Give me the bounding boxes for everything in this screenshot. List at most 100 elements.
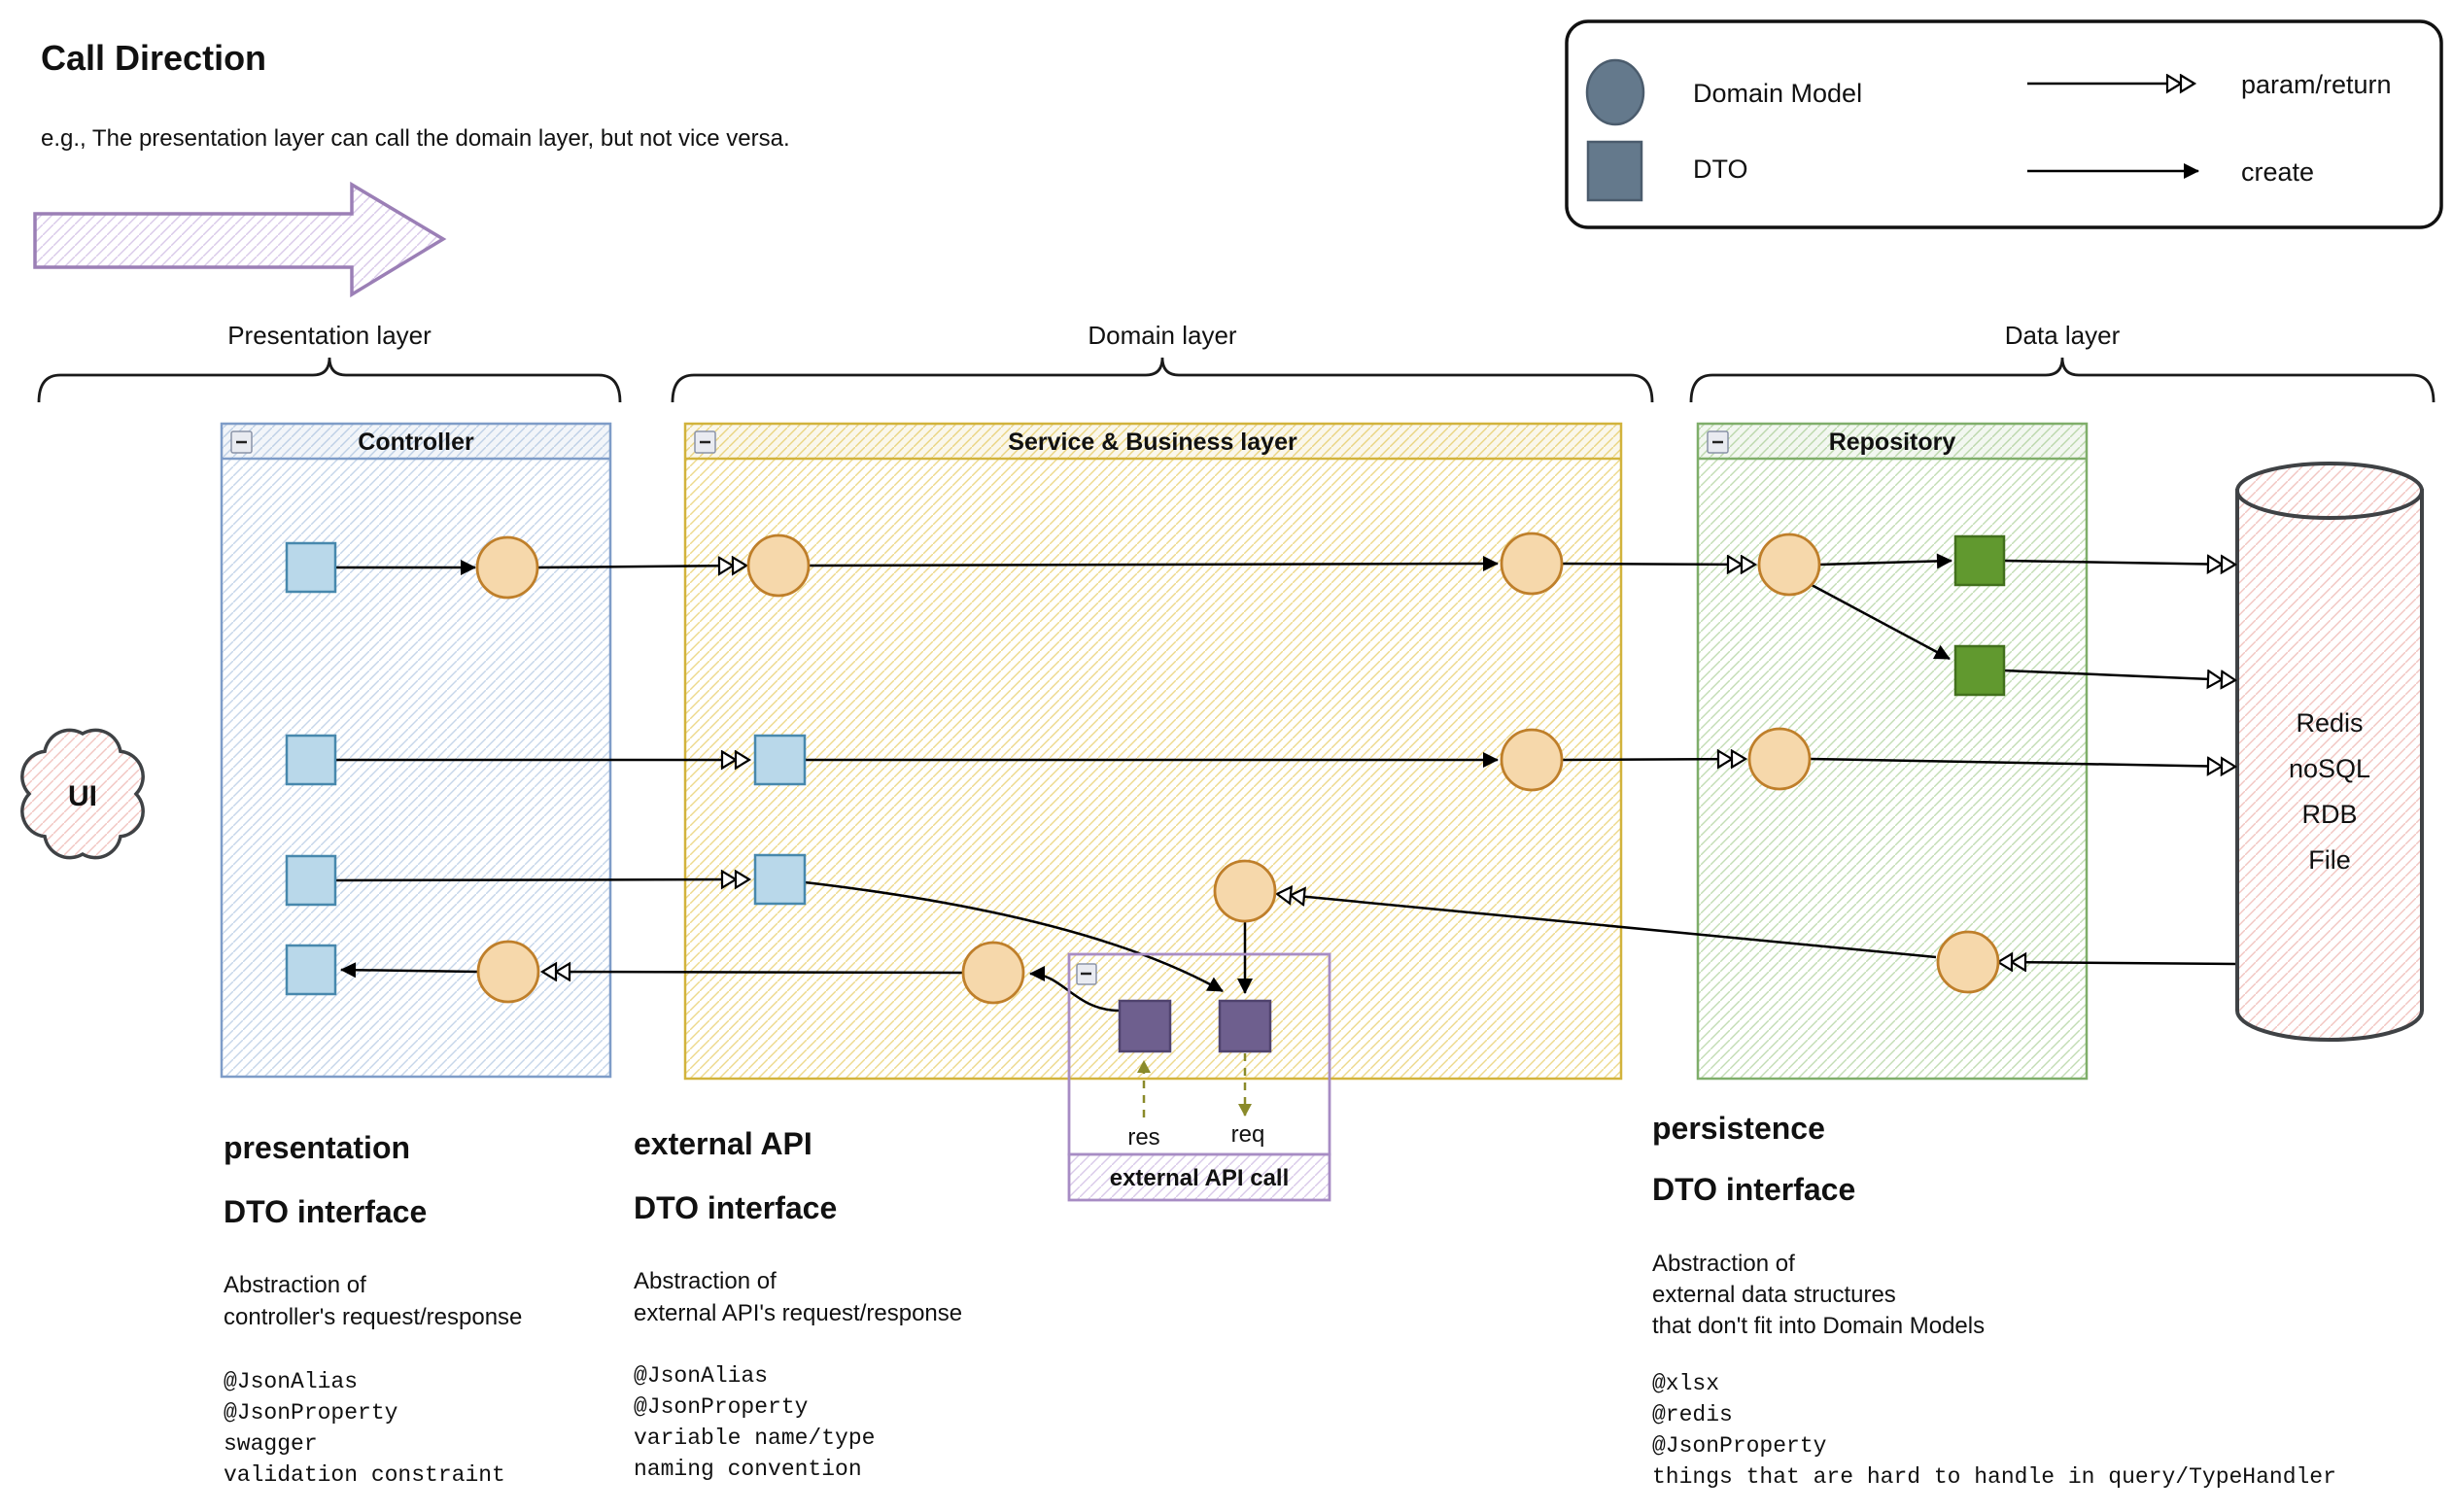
- note-code: swagger: [224, 1431, 318, 1457]
- legend-box: [1565, 19, 2443, 229]
- database-line: Redis: [2296, 708, 2363, 738]
- note-desc: external API's request/response: [634, 1300, 962, 1326]
- note-code: @JsonAlias: [224, 1369, 358, 1394]
- database-line: noSQL: [2289, 754, 2370, 783]
- edge-param-db-to-repo-return: [1998, 962, 2236, 964]
- res-label: res: [1127, 1124, 1159, 1151]
- persistence-dto-square-2: [1953, 644, 2006, 697]
- cloud-shape: [20, 728, 145, 860]
- domain-layer-label: Domain layer: [1088, 321, 1237, 350]
- note-heading: external API: [634, 1126, 812, 1161]
- edge-create-res-to-model: [1029, 966, 1121, 1013]
- edge-param-controller-to-service: [536, 566, 746, 567]
- note-heading: persistence: [1652, 1111, 1825, 1146]
- note-presentation: presentation DTO interface Abstraction o…: [224, 1130, 522, 1488]
- note-heading: DTO interface: [224, 1194, 427, 1229]
- service-model-circle-out-2: [1500, 728, 1564, 792]
- service-model-circle-out-1: [1500, 532, 1564, 596]
- connections: [334, 553, 2236, 1013]
- repository-collapse-button[interactable]: [1707, 430, 1729, 454]
- edge-create-model-to-controller-dto: [340, 962, 479, 979]
- service-model-circle-in: [746, 533, 811, 598]
- persistence-dto-square-1: [1953, 534, 2006, 587]
- note-code: naming convention: [634, 1457, 862, 1482]
- note-desc: controller's request/response: [224, 1304, 522, 1330]
- repository-title: Repository: [1829, 429, 1956, 456]
- note-persistence: persistence DTO interface Abstraction of…: [1652, 1111, 2336, 1490]
- controller-dto-square-2: [285, 734, 337, 786]
- service-dto-square-2: [753, 853, 807, 906]
- controller-dto-square-4: [285, 944, 337, 996]
- note-desc: external data structures: [1652, 1282, 1896, 1308]
- dto-icon: [1586, 140, 1643, 202]
- legend-domain-model-label: Domain Model: [1693, 79, 1862, 108]
- presentation-layer-label: Presentation layer: [227, 321, 432, 350]
- note-code: @JsonProperty: [1652, 1433, 1827, 1459]
- note-heading: presentation: [224, 1130, 410, 1165]
- note-desc: Abstraction of: [224, 1272, 366, 1298]
- note-code: @xlsx: [1652, 1371, 1719, 1396]
- database-line: RDB: [2301, 800, 2357, 829]
- data-layer-brace: [1689, 357, 2436, 403]
- legend-create-label: create: [2241, 157, 2314, 187]
- note-code: variable name/type: [634, 1426, 875, 1451]
- service-business-container: Service & Business layer: [683, 422, 1623, 1081]
- presentation-layer-brace: [37, 357, 622, 403]
- edge-param-service-to-repo-2: [1561, 759, 1745, 760]
- note-external-api: external API DTO interface Abstraction o…: [634, 1126, 962, 1482]
- note-code: things that are hard to handle in query/…: [1652, 1464, 2336, 1490]
- note-code: @JsonProperty: [224, 1400, 398, 1426]
- legend: Domain Model DTO param/return create: [1565, 19, 2443, 229]
- edge-param-repo-to-db-1: [2003, 561, 2235, 565]
- note-heading: DTO interface: [634, 1190, 837, 1225]
- note-code: @JsonProperty: [634, 1394, 809, 1420]
- data-layer-label: Data layer: [2005, 321, 2121, 350]
- edge-param-service-to-repository: [1561, 564, 1755, 565]
- page-subtitle: e.g., The presentation layer can call th…: [41, 125, 790, 152]
- edge-param-repo-to-db-3: [1809, 759, 2235, 767]
- domain-model-icon: [1585, 58, 1645, 126]
- service-collapse-button[interactable]: [694, 430, 716, 454]
- edge-create-service-dto-to-req: [804, 880, 1224, 993]
- external-dto-square-res: [1118, 999, 1172, 1053]
- controller-title: Controller: [358, 429, 474, 456]
- edge-param-repo-to-db-2: [2003, 670, 2235, 680]
- repository-model-circle-1: [1757, 533, 1821, 597]
- req-label: req: [1231, 1121, 1265, 1148]
- edge-param-service-to-controller-return: [542, 972, 964, 973]
- controller-dto-square-3: [285, 854, 337, 907]
- external-api-collapse-button[interactable]: [1076, 963, 1097, 985]
- edge-create-repo-dto-1: [1818, 553, 1952, 569]
- note-desc: Abstraction of: [634, 1268, 777, 1294]
- edge-param-controller-to-service-3: [334, 879, 749, 880]
- legend-param-return-label: param/return: [2241, 70, 2392, 99]
- external-api-call-title: external API call: [1110, 1165, 1290, 1191]
- ui-cloud-label: UI: [68, 780, 97, 812]
- domain-layer-brace: [671, 357, 1654, 403]
- external-dto-square-req: [1218, 999, 1272, 1053]
- edge-create-repo-dto-2: [1811, 583, 1951, 661]
- service-dto-square-1: [753, 734, 807, 786]
- repository-model-circle-2: [1747, 727, 1812, 791]
- controller-model-circle-out: [475, 535, 539, 600]
- note-desc: that don't fit into Domain Models: [1652, 1313, 1985, 1339]
- database-cylinder: Redis noSQL RDB File: [2235, 462, 2424, 1042]
- controller-collapse-button[interactable]: [230, 430, 253, 454]
- edge-create-service-model: [808, 556, 1499, 572]
- note-code: @JsonAlias: [634, 1363, 768, 1389]
- note-heading: DTO interface: [1652, 1172, 1855, 1207]
- page-title: Call Direction: [41, 38, 266, 78]
- service-model-circle-return-left: [961, 941, 1025, 1005]
- controller-container: Controller: [220, 422, 612, 1079]
- service-model-circle-return-mid: [1213, 859, 1277, 923]
- note-code: @redis: [1652, 1402, 1733, 1427]
- database-line: File: [2308, 845, 2351, 875]
- external-api-call-container: res req external API call: [1067, 952, 1331, 1202]
- edge-param-repo-to-service-return: [1277, 894, 1937, 959]
- call-direction-arrow-icon: [33, 181, 447, 298]
- note-desc: Abstraction of: [1652, 1251, 1795, 1277]
- repository-model-circle-return: [1936, 930, 2000, 994]
- ui-cloud: UI: [20, 728, 145, 860]
- service-title: Service & Business layer: [1008, 429, 1297, 456]
